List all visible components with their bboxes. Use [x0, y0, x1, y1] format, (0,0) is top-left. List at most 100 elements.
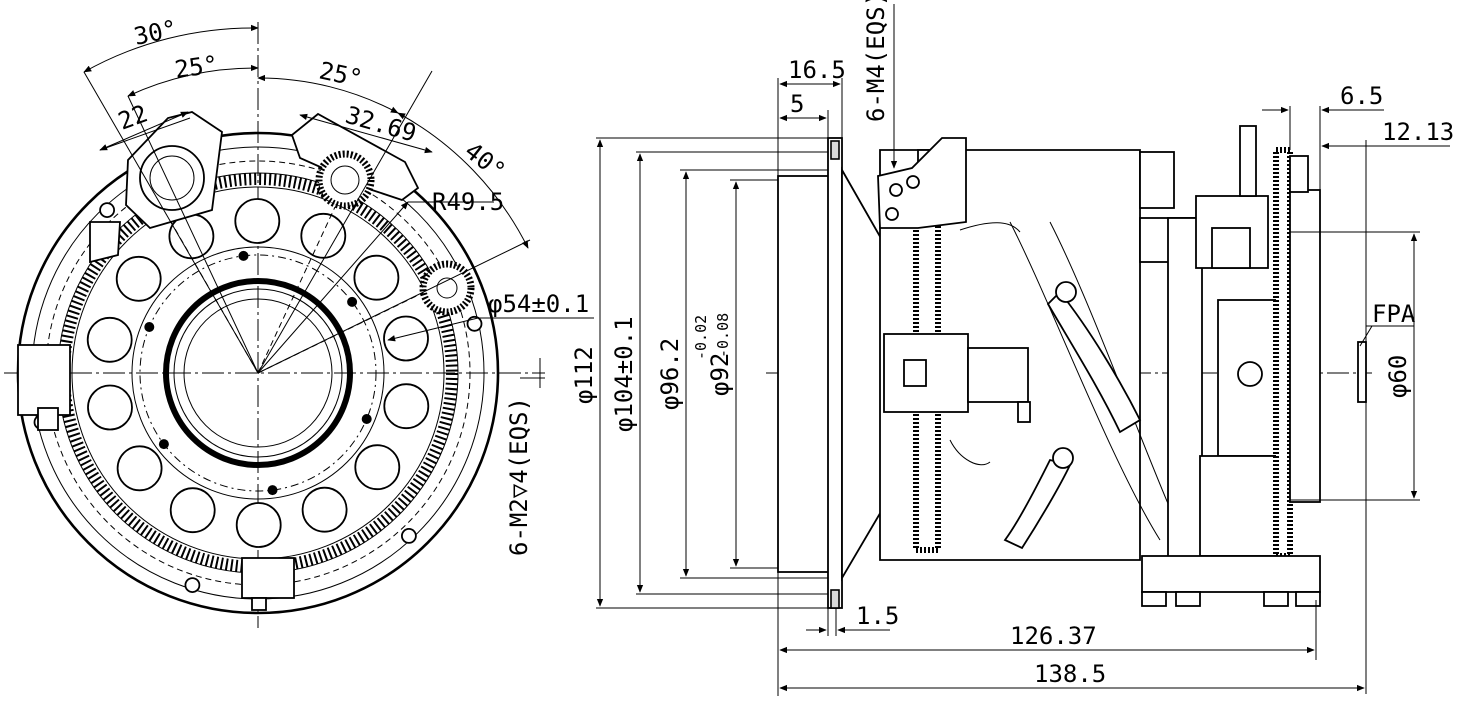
bracket-screw-1	[889, 183, 903, 197]
cam-pin-upper	[1055, 281, 1077, 303]
label-16-5: 16.5	[788, 56, 846, 84]
rear-foot-screw-3	[1263, 591, 1289, 607]
fpa-plane	[1357, 341, 1367, 403]
lightening-hole	[234, 198, 281, 244]
label-138-5: 138.5	[1034, 660, 1106, 688]
rear-mount-ring	[1289, 189, 1321, 503]
bottom-connector-pin	[251, 597, 267, 611]
label-angle-30: 30°	[131, 14, 179, 50]
motor-inner	[149, 155, 195, 201]
bolt-hole	[400, 528, 417, 544]
lightening-holes	[86, 198, 430, 548]
rear-foot-screw-2	[1175, 591, 1201, 607]
lightening-hole	[87, 384, 133, 431]
cam-slot-edge-2	[1049, 221, 1176, 521]
lightening-hole	[301, 486, 348, 533]
taper-section	[841, 166, 883, 582]
dim-line-22	[99, 111, 189, 151]
bolt-hole	[184, 577, 201, 593]
front-view: 30° 25° 25° 40° 22 32.69 R49.5 φ54±0.1 6…	[4, 14, 594, 628]
inner-screw	[361, 414, 372, 424]
leader-fpa	[1359, 325, 1373, 347]
lightening-hole	[354, 444, 401, 491]
left-connector	[17, 344, 71, 416]
flange-tab-bottom	[830, 589, 840, 609]
leader-r49-5	[257, 201, 409, 374]
inner-ring-outer	[131, 246, 385, 500]
label-6-5: 6.5	[1340, 82, 1383, 110]
label-phi104: φ104±0.1	[610, 316, 638, 432]
rear-carrier-screw	[1237, 361, 1263, 387]
label-angle-25-right: 25°	[317, 56, 365, 92]
inner-screw	[158, 439, 169, 450]
bolt-hole	[99, 202, 115, 219]
inner-screw	[238, 250, 249, 261]
label-5: 5	[790, 90, 804, 118]
leader-phi54	[387, 317, 479, 342]
cam-slot-lower	[1003, 458, 1072, 550]
label-phi112: φ112	[570, 346, 598, 404]
right-gear-hub	[436, 277, 458, 299]
inner-screw	[347, 296, 358, 307]
label-phi60: φ60	[1384, 355, 1412, 398]
arc-25-left	[127, 64, 259, 97]
arc-40	[397, 112, 529, 249]
bracket-screw-3	[885, 207, 899, 221]
lightening-hole	[353, 254, 400, 301]
ring-gear	[58, 173, 458, 573]
top-motor-bracket	[877, 137, 967, 229]
arc-25-right	[257, 74, 399, 114]
body-contour-b	[949, 439, 991, 466]
top-pinion-hub	[330, 165, 360, 195]
label-angle-40: 40°	[459, 137, 510, 186]
angle-line-25	[257, 206, 336, 374]
rear-foot-screw-4	[1295, 591, 1321, 607]
left-bracket-top	[89, 221, 121, 264]
dim-line-32-69	[299, 113, 433, 154]
rear-terminal	[1211, 227, 1251, 269]
lightening-hole	[235, 502, 282, 548]
side-connector-plug	[967, 347, 1029, 403]
bottom-connector	[241, 557, 295, 599]
inner-screw	[267, 485, 278, 496]
cam-pin-lower	[1052, 447, 1074, 469]
rear-upright	[1239, 125, 1257, 197]
rear-rail-left	[1167, 217, 1203, 559]
rear-bracket-top-left	[1139, 151, 1175, 209]
focus-gear-section	[1273, 147, 1293, 559]
label-m2-holes: 6-M2▽4(EQS)	[505, 397, 533, 556]
rear-lower-block	[1199, 455, 1281, 557]
inner-screws	[144, 250, 372, 496]
lightening-hole	[169, 487, 216, 534]
front-flange	[827, 137, 843, 609]
label-fpa: FPA	[1372, 300, 1416, 328]
label-12-13: 12.13	[1382, 118, 1454, 146]
body-contour-a	[959, 222, 1021, 233]
top-pinion-gear	[315, 150, 375, 210]
arc-30	[83, 24, 259, 73]
lightening-hole	[115, 255, 162, 302]
label-phi92-upper-tol: -0.02	[692, 315, 710, 360]
label-phi92-lower-tol: -0.08	[714, 313, 732, 358]
phi54-pitch-circle	[139, 254, 377, 492]
right-gear	[419, 260, 475, 316]
ext-line-40	[257, 239, 531, 374]
side-view: 16.5 5 6-M4(EQS) 6.5 12.13 φ112 φ104±0.1…	[570, 0, 1454, 696]
front-lens-block	[777, 175, 833, 573]
lightening-hole	[383, 315, 429, 362]
bolt-hole	[466, 315, 483, 332]
flange-tab-top	[830, 140, 840, 160]
lightening-hole	[86, 316, 133, 363]
side-connector-pin	[1017, 401, 1031, 423]
inner-screw	[144, 322, 155, 332]
label-phi92: φ92	[706, 353, 734, 396]
label-r49-5: R49.5	[432, 188, 504, 216]
lightening-hole	[116, 445, 163, 492]
lightening-hole	[383, 383, 430, 430]
rear-mount-tab	[1289, 155, 1309, 193]
rear-foot-screw-1	[1141, 591, 1167, 607]
label-m4-holes: 6-M4(EQS)	[862, 0, 890, 122]
cam-slot-upper	[1046, 290, 1142, 434]
rear-foot	[1141, 555, 1321, 593]
connector-window	[903, 359, 927, 387]
